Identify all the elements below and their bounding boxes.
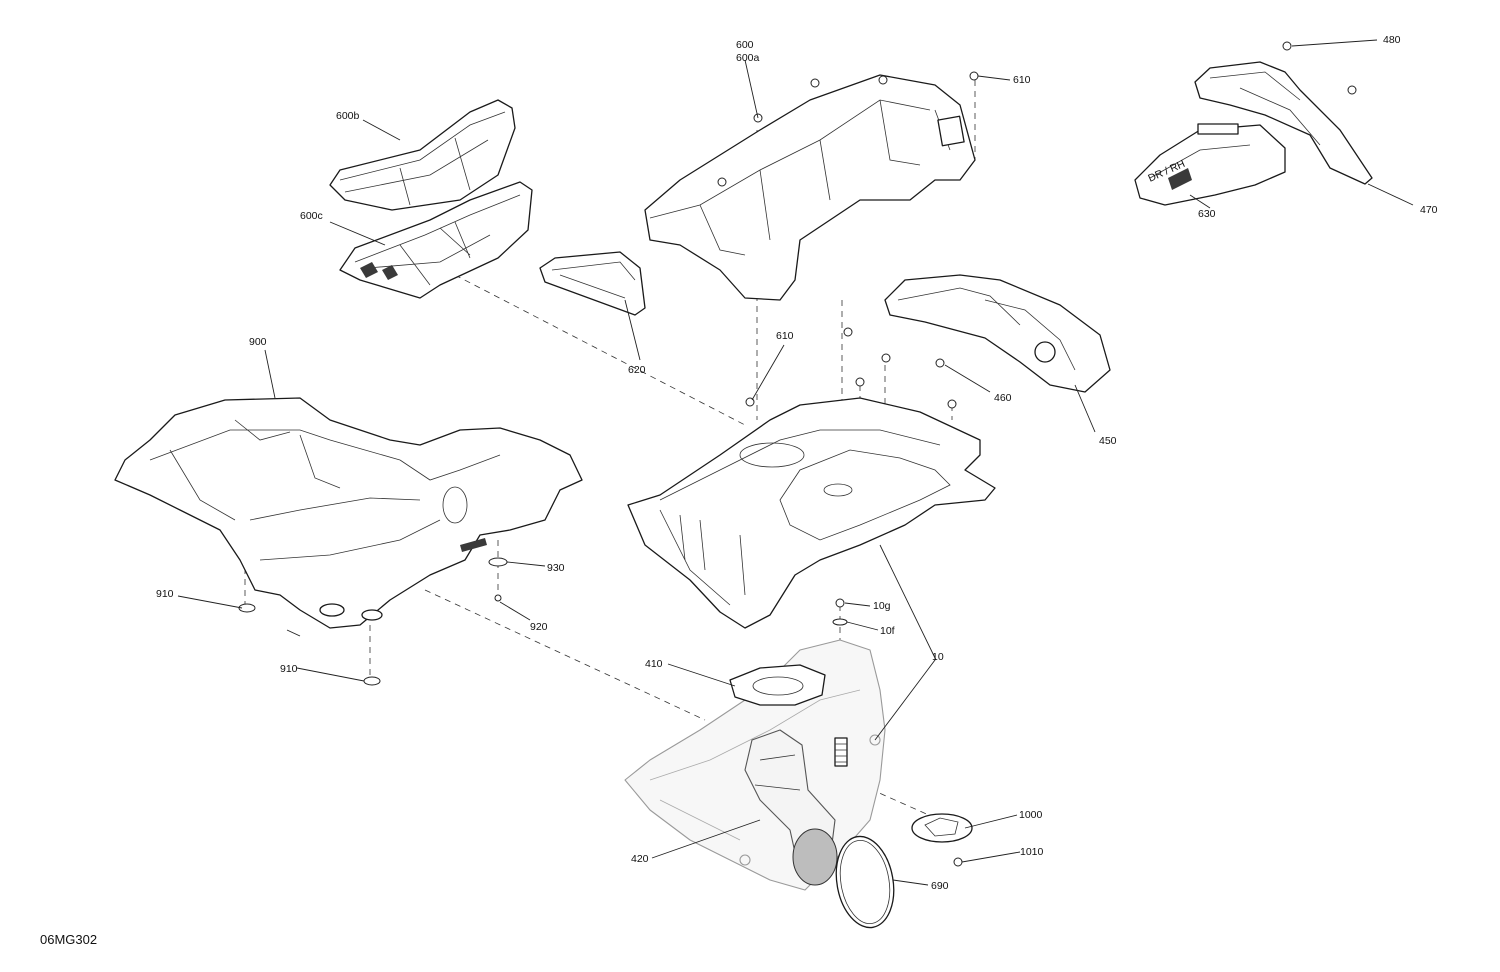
part-600-intake-duct	[644, 74, 976, 301]
part-690-clamp	[835, 835, 895, 929]
callout-600c: 600c	[300, 210, 323, 222]
part-620-duct-inlet	[539, 251, 646, 316]
callout-920: 920	[530, 621, 548, 633]
part-600c-seat-frame	[339, 181, 533, 299]
fasteners	[238, 41, 1357, 686]
part-900-floor-panel	[114, 397, 583, 629]
callout-10g: 10g	[873, 600, 891, 612]
callout-10f: 10f	[880, 625, 895, 637]
part-10-main-frame	[627, 397, 996, 629]
callout-910-b: 910	[280, 663, 298, 675]
part-630-vent-cover: DR / RH	[1134, 123, 1286, 206]
callout-600a: 600a	[736, 52, 760, 64]
part-1010-nut	[953, 857, 963, 867]
callout-610-top: 610	[1013, 74, 1031, 86]
part-1000-cap	[911, 813, 973, 843]
callout-690: 690	[931, 880, 949, 892]
callout-480: 480	[1383, 34, 1401, 46]
part-spring-fastener	[834, 737, 848, 767]
part-450-side-panel	[884, 274, 1111, 393]
callout-610-mid: 610	[776, 330, 794, 342]
callout-930: 930	[547, 562, 565, 574]
part-600b-seat-top	[329, 99, 516, 211]
part-470-side-cover	[1194, 61, 1373, 185]
callout-1010: 1010	[1020, 846, 1044, 858]
callout-labels: 600 600a 600b 600c 610 620 480 470 630 4…	[156, 34, 1438, 892]
callout-10: 10	[932, 651, 944, 663]
drawing-reference-number: 06MG302	[40, 932, 97, 947]
callout-450: 450	[1099, 435, 1117, 447]
callout-620: 620	[628, 364, 646, 376]
callout-600b: 600b	[336, 110, 360, 122]
callout-910-a: 910	[156, 588, 174, 600]
part-420-elbow-duct	[744, 729, 838, 886]
callout-420: 420	[631, 853, 649, 865]
callout-630: 630	[1198, 208, 1216, 220]
callout-470: 470	[1420, 204, 1438, 216]
callout-460: 460	[994, 392, 1012, 404]
callout-600: 600	[736, 39, 754, 51]
callout-900: 900	[249, 336, 267, 348]
callout-1000: 1000	[1019, 809, 1043, 821]
callout-410: 410	[645, 658, 663, 670]
leader-lines	[177, 39, 1414, 886]
part-410-funnel	[729, 664, 826, 706]
